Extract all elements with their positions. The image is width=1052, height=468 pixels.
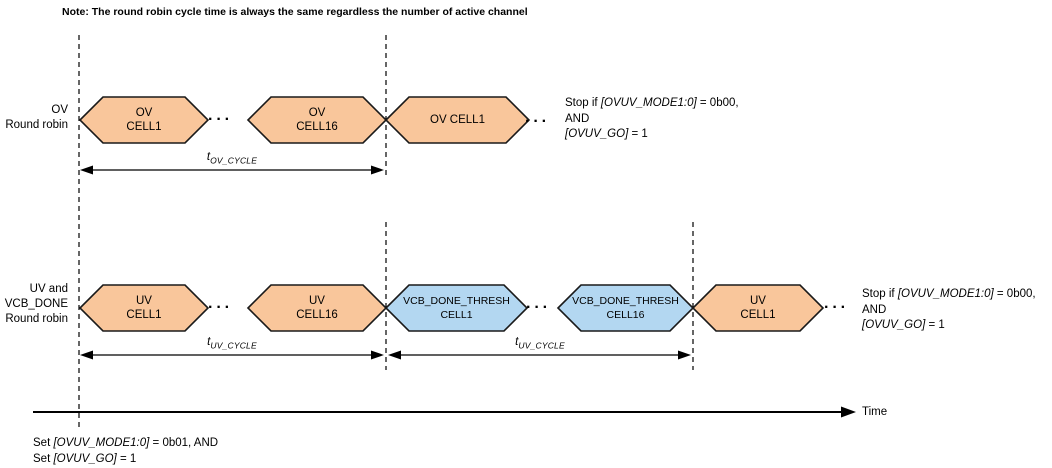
t-uv-cycle-label-2: tUV_CYCLE bbox=[440, 335, 640, 354]
set-prefix: Set bbox=[33, 452, 54, 465]
t-symbol: t bbox=[206, 151, 211, 163]
uv-row-label: UV and VCB_DONE Round robin bbox=[0, 282, 68, 327]
set-value: = 1 bbox=[116, 452, 137, 465]
uv-stop-condition: Stop if [OVUV_MODE1:0] = 0b00, AND [OVUV… bbox=[862, 287, 1036, 334]
t-subscript: OV_CYCLE bbox=[210, 155, 258, 166]
register-ovuv-go: [OVUV_GO] bbox=[53, 452, 117, 465]
hex-label-line: CELL1 bbox=[126, 121, 162, 133]
set-condition: Set [OVUV_MODE1:0] = 0b01, AND Set [OVUV… bbox=[33, 436, 218, 467]
ellipsis-ov-2: ··· bbox=[525, 113, 550, 130]
stop-line3: [OVUV_GO] = 1 bbox=[862, 318, 1036, 334]
uv-row-label-line1: UV and bbox=[29, 283, 68, 295]
t-uv-cycle-label-1: tUV_CYCLE bbox=[132, 335, 332, 354]
stop-prefix: Stop if bbox=[862, 288, 898, 300]
ellipsis-uv-1: ··· bbox=[208, 299, 233, 316]
hexagon-uv-cell16-label: UV CELL16 bbox=[248, 285, 386, 331]
stop-line2: AND bbox=[862, 303, 887, 316]
hex-label-line: CELL1 bbox=[740, 309, 776, 321]
stop-line3: [OVUV_GO] = 1 bbox=[565, 127, 739, 143]
hexagon-ov-cell1-repeat-label: OV CELL1 bbox=[386, 97, 529, 143]
hexagon-uv-cell1-label: UV CELL1 bbox=[80, 285, 208, 331]
ov-cycle-arrow bbox=[80, 165, 384, 175]
uv-cycle-arrow-2 bbox=[388, 350, 691, 360]
note-text: Note: The round robin cycle time is alwa… bbox=[62, 6, 528, 18]
hexagon-ov-cell1 bbox=[78, 96, 210, 144]
stop-value: = 1 bbox=[925, 319, 945, 331]
register-ovuv-mode: [OVUV_MODE1:0] bbox=[600, 97, 697, 109]
hexagon-vcb-cell1-label: VCB_DONE_THRESH CELL1 bbox=[386, 285, 527, 331]
stop-value: = 0b00, bbox=[993, 288, 1036, 300]
ellipsis-ov-1: ··· bbox=[208, 111, 233, 128]
stop-prefix: Stop if bbox=[565, 97, 601, 109]
time-axis-label: Time bbox=[862, 406, 888, 418]
hexagon-vcb-cell16-label: VCB_DONE_THRESH CELL16 bbox=[558, 285, 693, 331]
hex-label-line: VCB_DONE_THRESH bbox=[572, 295, 679, 307]
hex-label-line: CELL16 bbox=[296, 121, 338, 133]
register-ovuv-go: [OVUV_GO] bbox=[565, 128, 629, 140]
set-value: = 0b01, AND bbox=[149, 437, 219, 449]
ellipsis-uv-2: ··· bbox=[526, 299, 551, 316]
t-symbol: t bbox=[207, 336, 211, 348]
hexagon-uv-cell1-repeat bbox=[691, 284, 825, 332]
hex-label-line: OV CELL1 bbox=[430, 114, 485, 126]
ov-stop-condition: Stop if [OVUV_MODE1:0] = 0b00, AND [OVUV… bbox=[565, 96, 739, 143]
hex-label-line: VCB_DONE_THRESH bbox=[403, 295, 510, 307]
hex-label-line: UV bbox=[309, 295, 325, 307]
hexagon-ov-cell1-label: OV CELL1 bbox=[80, 97, 208, 143]
ov-row-label-line2: Round robin bbox=[5, 119, 68, 131]
register-ovuv-mode: [OVUV_MODE1:0] bbox=[897, 288, 994, 300]
hex-label-line: CELL16 bbox=[606, 309, 645, 321]
hexagon-uv-cell1-repeat-label: UV CELL1 bbox=[693, 285, 823, 331]
hex-label-line: UV bbox=[136, 295, 152, 307]
ellipsis-uv-3: ··· bbox=[824, 299, 849, 316]
t-subscript: UV_CYCLE bbox=[518, 340, 565, 351]
hexagon-uv-cell1 bbox=[78, 284, 210, 332]
uv-row-label-line3: Round robin bbox=[5, 313, 68, 325]
set-line1: Set [OVUV_MODE1:0] = 0b01, AND bbox=[33, 436, 218, 452]
hex-label-line: OV bbox=[308, 107, 326, 119]
hexagon-ov-cell1-repeat bbox=[384, 96, 531, 144]
t-subscript: UV_CYCLE bbox=[210, 340, 257, 351]
hexagon-ov-cell16-label: OV CELL16 bbox=[248, 97, 386, 143]
t-ov-cycle-label: tOV_CYCLE bbox=[132, 150, 332, 169]
hexagon-vcb-done-thresh-cell1 bbox=[384, 284, 529, 332]
stop-line1: Stop if [OVUV_MODE1:0] = 0b00, bbox=[565, 96, 739, 112]
ov-row-label: OV Round robin bbox=[0, 103, 68, 133]
stop-value: = 1 bbox=[628, 128, 648, 140]
t-symbol: t bbox=[515, 336, 519, 348]
register-ovuv-mode: [OVUV_MODE1:0] bbox=[53, 437, 150, 449]
hex-label-line: CELL1 bbox=[126, 309, 162, 321]
stop-line1: Stop if [OVUV_MODE1:0] = 0b00, bbox=[862, 287, 1036, 303]
hex-label-line: CELL1 bbox=[440, 309, 473, 321]
hex-label-line: OV bbox=[135, 107, 153, 119]
stop-line2: AND bbox=[565, 112, 590, 125]
uv-row-label-line2: VCB_DONE bbox=[4, 298, 68, 310]
set-line2: Set [OVUV_GO] = 1 bbox=[33, 452, 218, 468]
ov-row-label-line1: OV bbox=[51, 104, 68, 116]
set-prefix: Set bbox=[33, 437, 54, 449]
time-axis-arrow bbox=[33, 406, 856, 418]
stop-value: = 0b00, bbox=[696, 97, 739, 109]
uv-cycle-arrow-1 bbox=[80, 350, 384, 360]
hex-label-line: UV bbox=[750, 295, 766, 307]
hex-label-line: CELL16 bbox=[296, 309, 338, 321]
register-ovuv-go: [OVUV_GO] bbox=[862, 319, 926, 331]
